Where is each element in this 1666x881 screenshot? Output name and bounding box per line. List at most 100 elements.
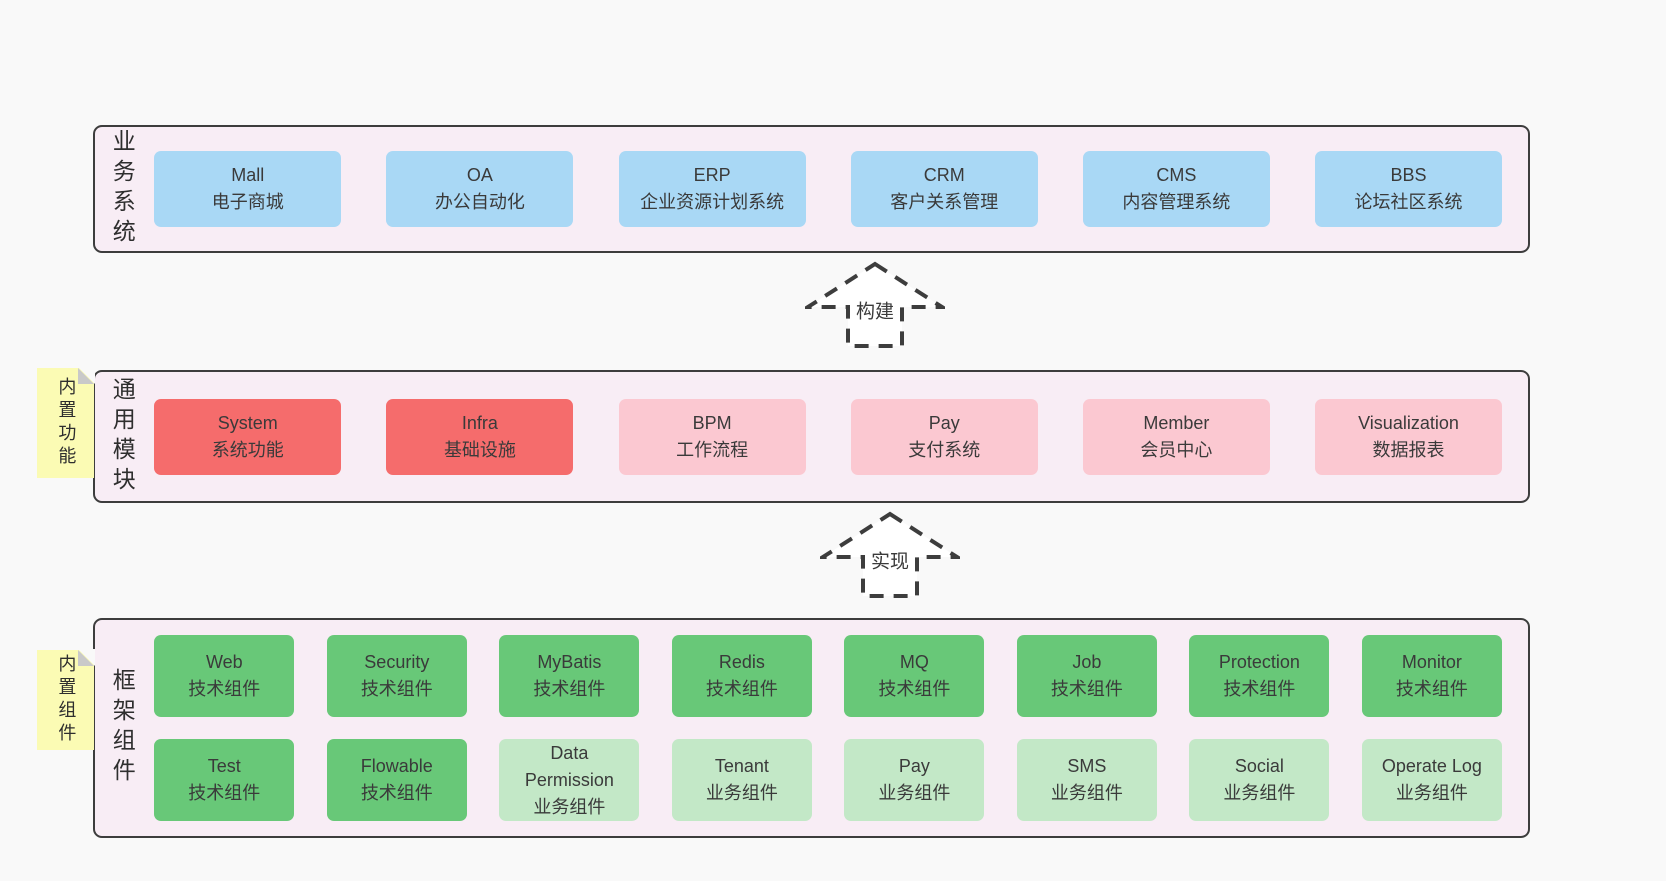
band-common-modules: 通用模块 System 系统功能 Infra 基础设施 BPM 工作流程 Pay…	[93, 370, 1530, 503]
box-security: Security 技术组件	[326, 635, 467, 717]
box-subtitle: 技术组件	[1223, 679, 1296, 699]
box-title: MyBatis	[537, 652, 602, 672]
box-subtitle: 业务组件	[1223, 783, 1296, 803]
box-visualization: Visualization 数据报表	[1315, 398, 1502, 475]
box-bpm: BPM 工作流程	[618, 398, 806, 475]
box-title: Pay	[898, 756, 930, 776]
band-business-systems: 业务系统 Mall 电子商城 OA 办公自动化 ERP 企业资源计划系统 CRM…	[93, 125, 1530, 253]
box-title: MQ	[899, 652, 929, 672]
box-title: Flowable	[360, 756, 433, 776]
box-subtitle: 数据报表	[1372, 439, 1445, 460]
box-title: Protection	[1218, 652, 1300, 672]
box-subtitle: 技术组件	[360, 783, 433, 803]
box-title: Social	[1234, 756, 1284, 776]
box-title: CRM	[923, 165, 965, 185]
framework-row-1: Web 技术组件 Security 技术组件 MyBatis 技术组件 Redi…	[154, 635, 1502, 717]
note-text: 内置组件	[56, 654, 77, 746]
sticky-note-built-in-features: 内置功能	[37, 367, 95, 478]
box-subtitle: 技术组件	[360, 679, 433, 699]
business-systems-row: Mall 电子商城 OA 办公自动化 ERP 企业资源计划系统 CRM 客户关系…	[140, 151, 1528, 227]
box-subtitle: 工作流程	[676, 439, 749, 460]
box-system: System 系统功能	[154, 398, 342, 475]
box-subtitle: 技术组件	[188, 783, 261, 803]
box-title: CMS	[1156, 165, 1197, 185]
box-protection: Protection 技术组件	[1189, 635, 1330, 717]
box-mq: MQ 技术组件	[844, 635, 985, 717]
box-pay-module: Pay 支付系统	[850, 398, 1038, 475]
box-subtitle: 技术组件	[1050, 679, 1123, 699]
box-mybatis: MyBatis 技术组件	[499, 635, 640, 717]
box-erp: ERP 企业资源计划系统	[618, 151, 806, 227]
box-subtitle: 系统功能	[211, 439, 284, 460]
box-social: Social 业务组件	[1189, 739, 1330, 821]
band-business-systems-label: 业务系统	[109, 129, 136, 249]
box-monitor: Monitor 技术组件	[1361, 635, 1502, 717]
box-title: BPM	[692, 412, 732, 433]
box-title: Data Permission	[524, 742, 614, 790]
box-title: Member	[1143, 412, 1210, 433]
box-infra: Infra 基础设施	[386, 398, 574, 475]
box-subtitle: 业务组件	[1050, 783, 1123, 803]
box-subtitle: 技术组件	[705, 679, 778, 699]
box-title: Test	[207, 756, 241, 776]
box-subtitle: 技术组件	[533, 679, 606, 699]
box-title: Mall	[231, 165, 265, 185]
box-subtitle: 技术组件	[878, 679, 951, 699]
note-text: 内置功能	[56, 377, 77, 469]
box-mall: Mall 电子商城	[154, 151, 342, 227]
box-title: Operate Log	[1381, 756, 1482, 776]
box-subtitle: 内容管理系统	[1122, 192, 1231, 212]
box-subtitle: 业务组件	[533, 796, 606, 817]
box-title: Job	[1072, 652, 1102, 672]
box-subtitle: 业务组件	[878, 783, 951, 803]
box-operate-log: Operate Log 业务组件	[1361, 739, 1502, 821]
box-title: Security	[364, 652, 430, 672]
box-title: Redis	[718, 652, 765, 672]
framework-row-2: Test 技术组件 Flowable 技术组件 Data Permission …	[154, 739, 1502, 821]
box-subtitle: 业务组件	[1395, 783, 1468, 803]
box-title: Tenant	[714, 756, 769, 776]
box-flowable: Flowable 技术组件	[326, 739, 467, 821]
box-tenant: Tenant 业务组件	[671, 739, 812, 821]
box-cms: CMS 内容管理系统	[1082, 151, 1270, 227]
box-subtitle: 客户关系管理	[890, 192, 999, 212]
arrow-build-label: 构建	[852, 295, 898, 325]
box-subtitle: 电子商城	[211, 192, 284, 212]
box-title: SMS	[1067, 756, 1107, 776]
box-title: Monitor	[1401, 652, 1462, 672]
box-subtitle: 技术组件	[188, 679, 261, 699]
band-framework-components: 框架组件 Web 技术组件 Security 技术组件 MyBatis 技术组件…	[93, 618, 1530, 838]
box-redis: Redis 技术组件	[671, 635, 812, 717]
box-subtitle: 技术组件	[1395, 679, 1468, 699]
box-title: Visualization	[1358, 412, 1459, 433]
box-pay-component: Pay 业务组件	[844, 739, 985, 821]
box-subtitle: 企业资源计划系统	[640, 192, 785, 212]
box-web: Web 技术组件	[154, 635, 295, 717]
box-subtitle: 会员中心	[1140, 439, 1213, 460]
box-title: BBS	[1390, 165, 1427, 185]
box-job: Job 技术组件	[1016, 635, 1157, 717]
box-subtitle: 业务组件	[705, 783, 778, 803]
box-title: System	[217, 412, 278, 433]
box-title: Pay	[928, 412, 960, 433]
box-title: ERP	[693, 165, 731, 185]
arrow-build: 构建	[805, 261, 945, 349]
arrow-implement: 实现	[820, 511, 960, 599]
box-title: Web	[205, 652, 243, 672]
box-sms: SMS 业务组件	[1016, 739, 1157, 821]
box-subtitle: 论坛社区系统	[1354, 192, 1463, 212]
box-crm: CRM 客户关系管理	[850, 151, 1038, 227]
box-test: Test 技术组件	[154, 739, 295, 821]
box-subtitle: 支付系统	[908, 439, 981, 460]
band-framework-components-label: 框架组件	[109, 668, 136, 788]
box-subtitle: 基础设施	[443, 439, 516, 460]
common-modules-row: System 系统功能 Infra 基础设施 BPM 工作流程 Pay 支付系统…	[140, 398, 1528, 475]
band-common-modules-label: 通用模块	[109, 376, 136, 497]
box-oa: OA 办公自动化	[386, 151, 574, 227]
box-subtitle: 办公自动化	[434, 192, 525, 212]
sticky-note-built-in-components: 内置组件	[37, 649, 95, 750]
box-data-permission: Data Permission 业务组件	[499, 739, 640, 821]
box-title: OA	[466, 165, 493, 185]
framework-components-grid: Web 技术组件 Security 技术组件 MyBatis 技术组件 Redi…	[140, 635, 1528, 821]
